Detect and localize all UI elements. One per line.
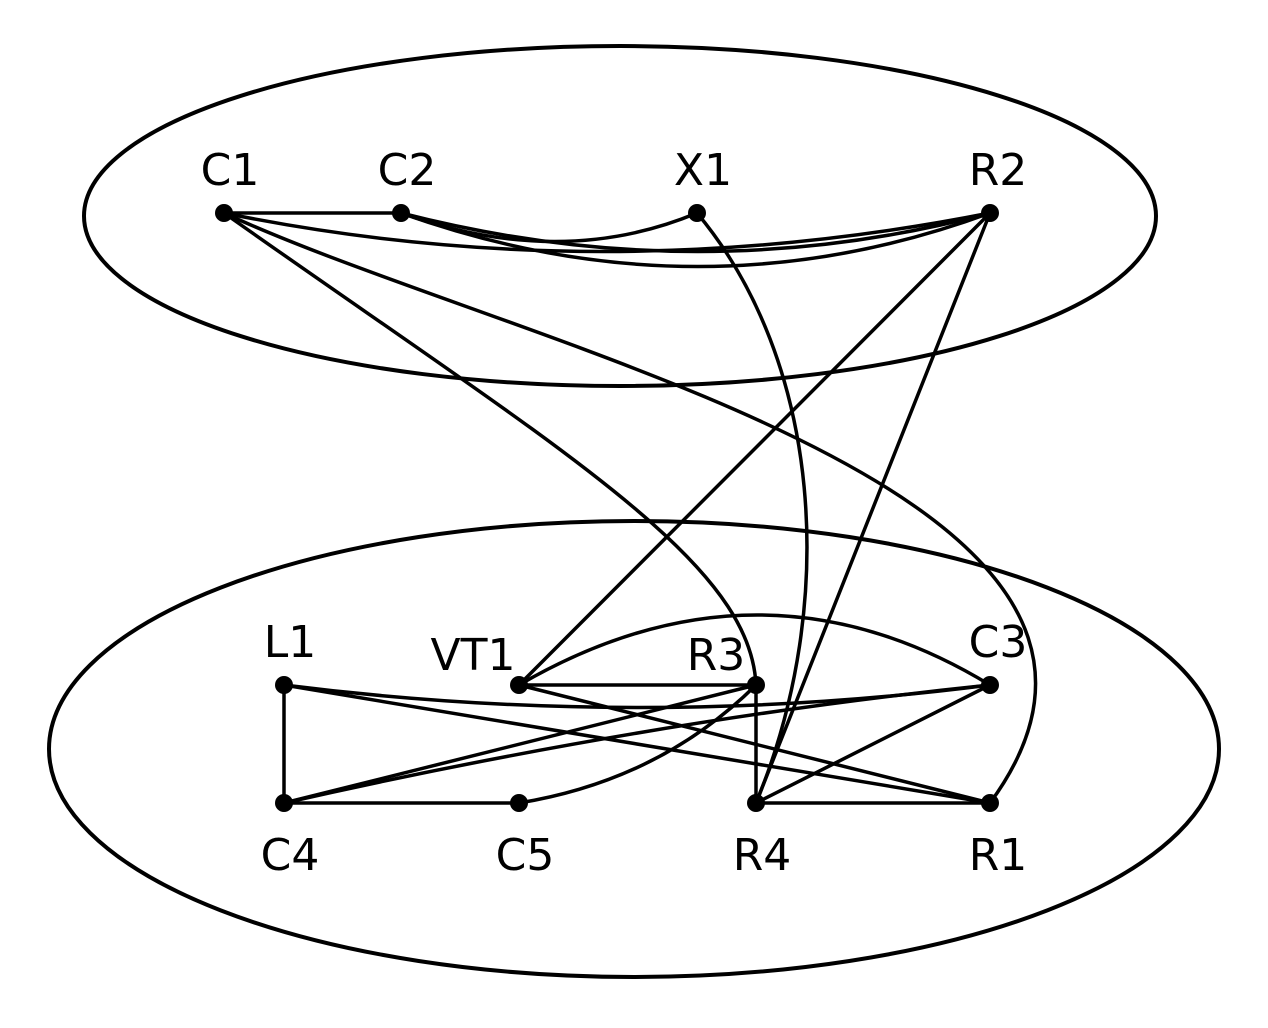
node-x1: X1 [674,145,732,222]
node-dot-x1 [688,204,706,222]
node-label-c3: C3 [969,617,1028,668]
edges-layer [222,211,1038,805]
edge-r2-r4 [754,211,992,805]
node-label-x1: X1 [674,145,732,196]
edge-r3-c4 [282,683,758,805]
node-label-r3: R3 [687,630,746,681]
edge-c3-c4 [282,683,992,805]
node-label-r2: R2 [969,145,1028,196]
node-dot-c5 [510,794,528,812]
node-r3: R3 [687,630,765,694]
node-label-c4: C4 [261,830,320,881]
node-dot-c3 [981,676,999,694]
edge-r3-c5 [517,683,758,805]
node-dot-r2 [981,204,999,222]
node-l1: L1 [264,617,317,694]
node-dot-vt1 [510,676,528,694]
node-label-c2: C2 [378,145,437,196]
node-c1: C1 [201,145,260,222]
node-dot-c2 [392,204,410,222]
edge-x1-r4 [695,211,809,805]
node-dot-r1 [981,794,999,812]
node-c4: C4 [261,794,320,881]
edge-c1-r3 [222,211,758,687]
node-label-c1: C1 [201,145,260,196]
node-c5: C5 [496,794,555,881]
node-c3: C3 [969,617,1028,694]
edge-c1-r2 [222,211,992,254]
group-top-ellipse [82,44,1158,388]
edge-r2-vt1 [517,211,992,687]
edge-vt1-c3 [517,613,992,687]
node-label-l1: L1 [264,617,317,668]
edge-c1-r1 [222,211,1038,805]
node-dot-c4 [275,794,293,812]
edge-c3-r4 [754,683,992,805]
node-label-r4: R4 [733,830,792,881]
groups-layer [47,44,1221,979]
node-dot-r4 [747,794,765,812]
edge-c2-r2 [399,211,992,254]
group-bottom-ellipse [47,519,1221,979]
node-dot-r3 [747,676,765,694]
node-dot-l1 [275,676,293,694]
node-vt1: VT1 [431,630,528,694]
node-r4: R4 [733,794,792,881]
node-label-vt1: VT1 [431,630,516,681]
node-r1: R1 [969,794,1028,881]
node-label-r1: R1 [969,830,1028,881]
edge-l1-r1 [282,683,992,805]
node-r2: R2 [969,145,1028,222]
node-dot-c1 [215,204,233,222]
node-c2: C2 [378,145,437,222]
edge-c2-r2 [399,211,992,269]
node-label-c5: C5 [496,830,555,881]
